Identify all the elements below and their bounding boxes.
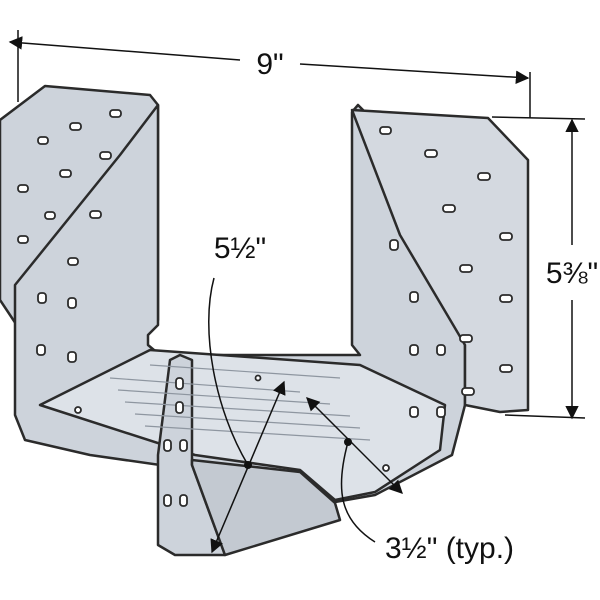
nail-hole-icon — [67, 297, 77, 309]
nail-hole-icon — [409, 406, 419, 418]
right-flange — [350, 108, 530, 414]
nail-hole-icon — [175, 377, 184, 390]
nail-hole-icon — [163, 439, 172, 452]
nail-hole-icon — [17, 235, 29, 244]
width-label: 9" — [256, 48, 283, 81]
nail-hole-icon — [69, 122, 82, 131]
seat-width-label: 3½" (typ.) — [385, 532, 514, 565]
nail-hole-icon — [436, 344, 446, 356]
nail-hole-icon — [37, 292, 47, 304]
nail-hole-icon — [67, 351, 77, 363]
height-label: 5⅜" — [546, 257, 598, 290]
nail-hole-icon — [459, 334, 473, 343]
nail-holes — [17, 109, 513, 507]
nail-hole-icon — [436, 406, 446, 418]
nail-hole-icon — [44, 211, 56, 220]
nail-hole-icon — [74, 406, 82, 414]
dimension-dots — [244, 438, 352, 469]
nail-hole-icon — [389, 239, 399, 251]
nail-hole-icon — [499, 364, 513, 373]
nail-hole-icon — [179, 494, 188, 507]
nail-hole-icon — [175, 401, 184, 414]
nail-hole-icon — [109, 109, 122, 118]
nail-hole-icon — [499, 232, 513, 241]
seat-depth-label: 5½" — [214, 232, 266, 265]
nail-hole-icon — [36, 344, 46, 356]
nail-hole-icon — [89, 210, 102, 219]
nail-hole-icon — [179, 439, 188, 452]
nail-hole-icon — [59, 169, 72, 178]
nail-hole-icon — [382, 464, 390, 472]
dimension-lines — [8, 30, 586, 554]
nail-hole-icon — [499, 294, 513, 303]
nail-hole-icon — [442, 204, 456, 213]
nail-hole-icon — [409, 291, 419, 303]
nail-hole-icon — [461, 387, 475, 396]
nail-hole-icon — [477, 172, 491, 181]
nail-hole-icon — [409, 344, 419, 356]
nail-hole-icon — [379, 126, 392, 135]
nail-hole-icon — [67, 257, 79, 266]
nail-hole-icon — [17, 184, 29, 193]
nail-hole-icon — [459, 264, 473, 273]
nail-hole-icon — [163, 494, 172, 507]
hanger-body — [0, 84, 530, 557]
nail-hole-icon — [254, 374, 262, 382]
nail-hole-icon — [99, 151, 112, 160]
nail-hole-icon — [424, 149, 438, 158]
nail-hole-icon — [37, 136, 49, 145]
